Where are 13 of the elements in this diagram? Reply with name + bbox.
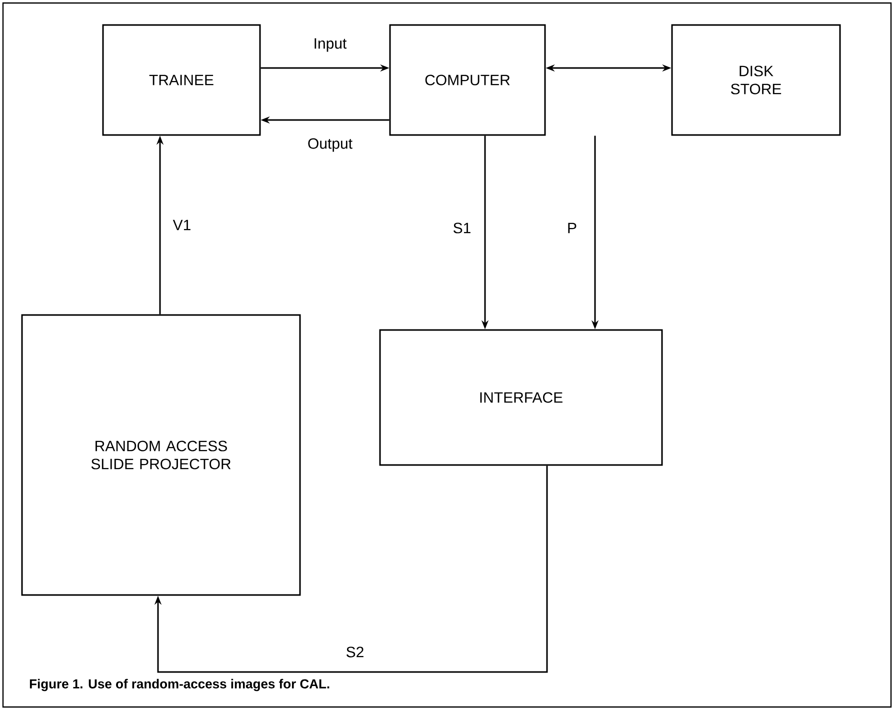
block-box: RANDOM ACCESS SLIDE PROJECTOR bbox=[21, 314, 301, 596]
edge-label: Input bbox=[312, 37, 348, 53]
edge-label: Output bbox=[306, 137, 354, 153]
block-box: INTERFACE bbox=[379, 329, 663, 466]
edge-label: P bbox=[566, 222, 578, 234]
block-box: DISK STORE bbox=[671, 24, 841, 136]
block-box: TRAINEE bbox=[102, 24, 261, 136]
edge-label: V1 bbox=[172, 218, 192, 232]
figure-caption: Figure 1. Use of random-access images for CAL. bbox=[30, 678, 330, 692]
edge-label: S1 bbox=[452, 222, 472, 234]
edge-label: S2 bbox=[344, 646, 366, 658]
arrow bbox=[154, 466, 548, 673]
block-box: COMPUTER bbox=[389, 24, 546, 136]
